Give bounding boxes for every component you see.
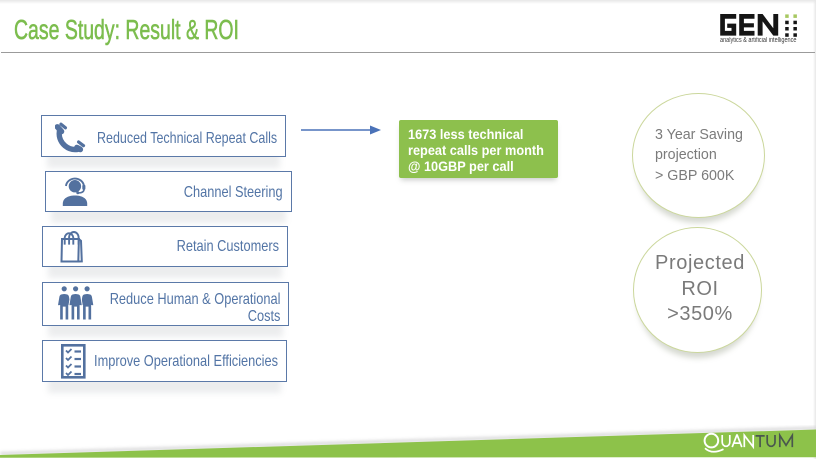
svg-text:analytics & artificial intelli: analytics & artificial intelligence [720,37,797,44]
